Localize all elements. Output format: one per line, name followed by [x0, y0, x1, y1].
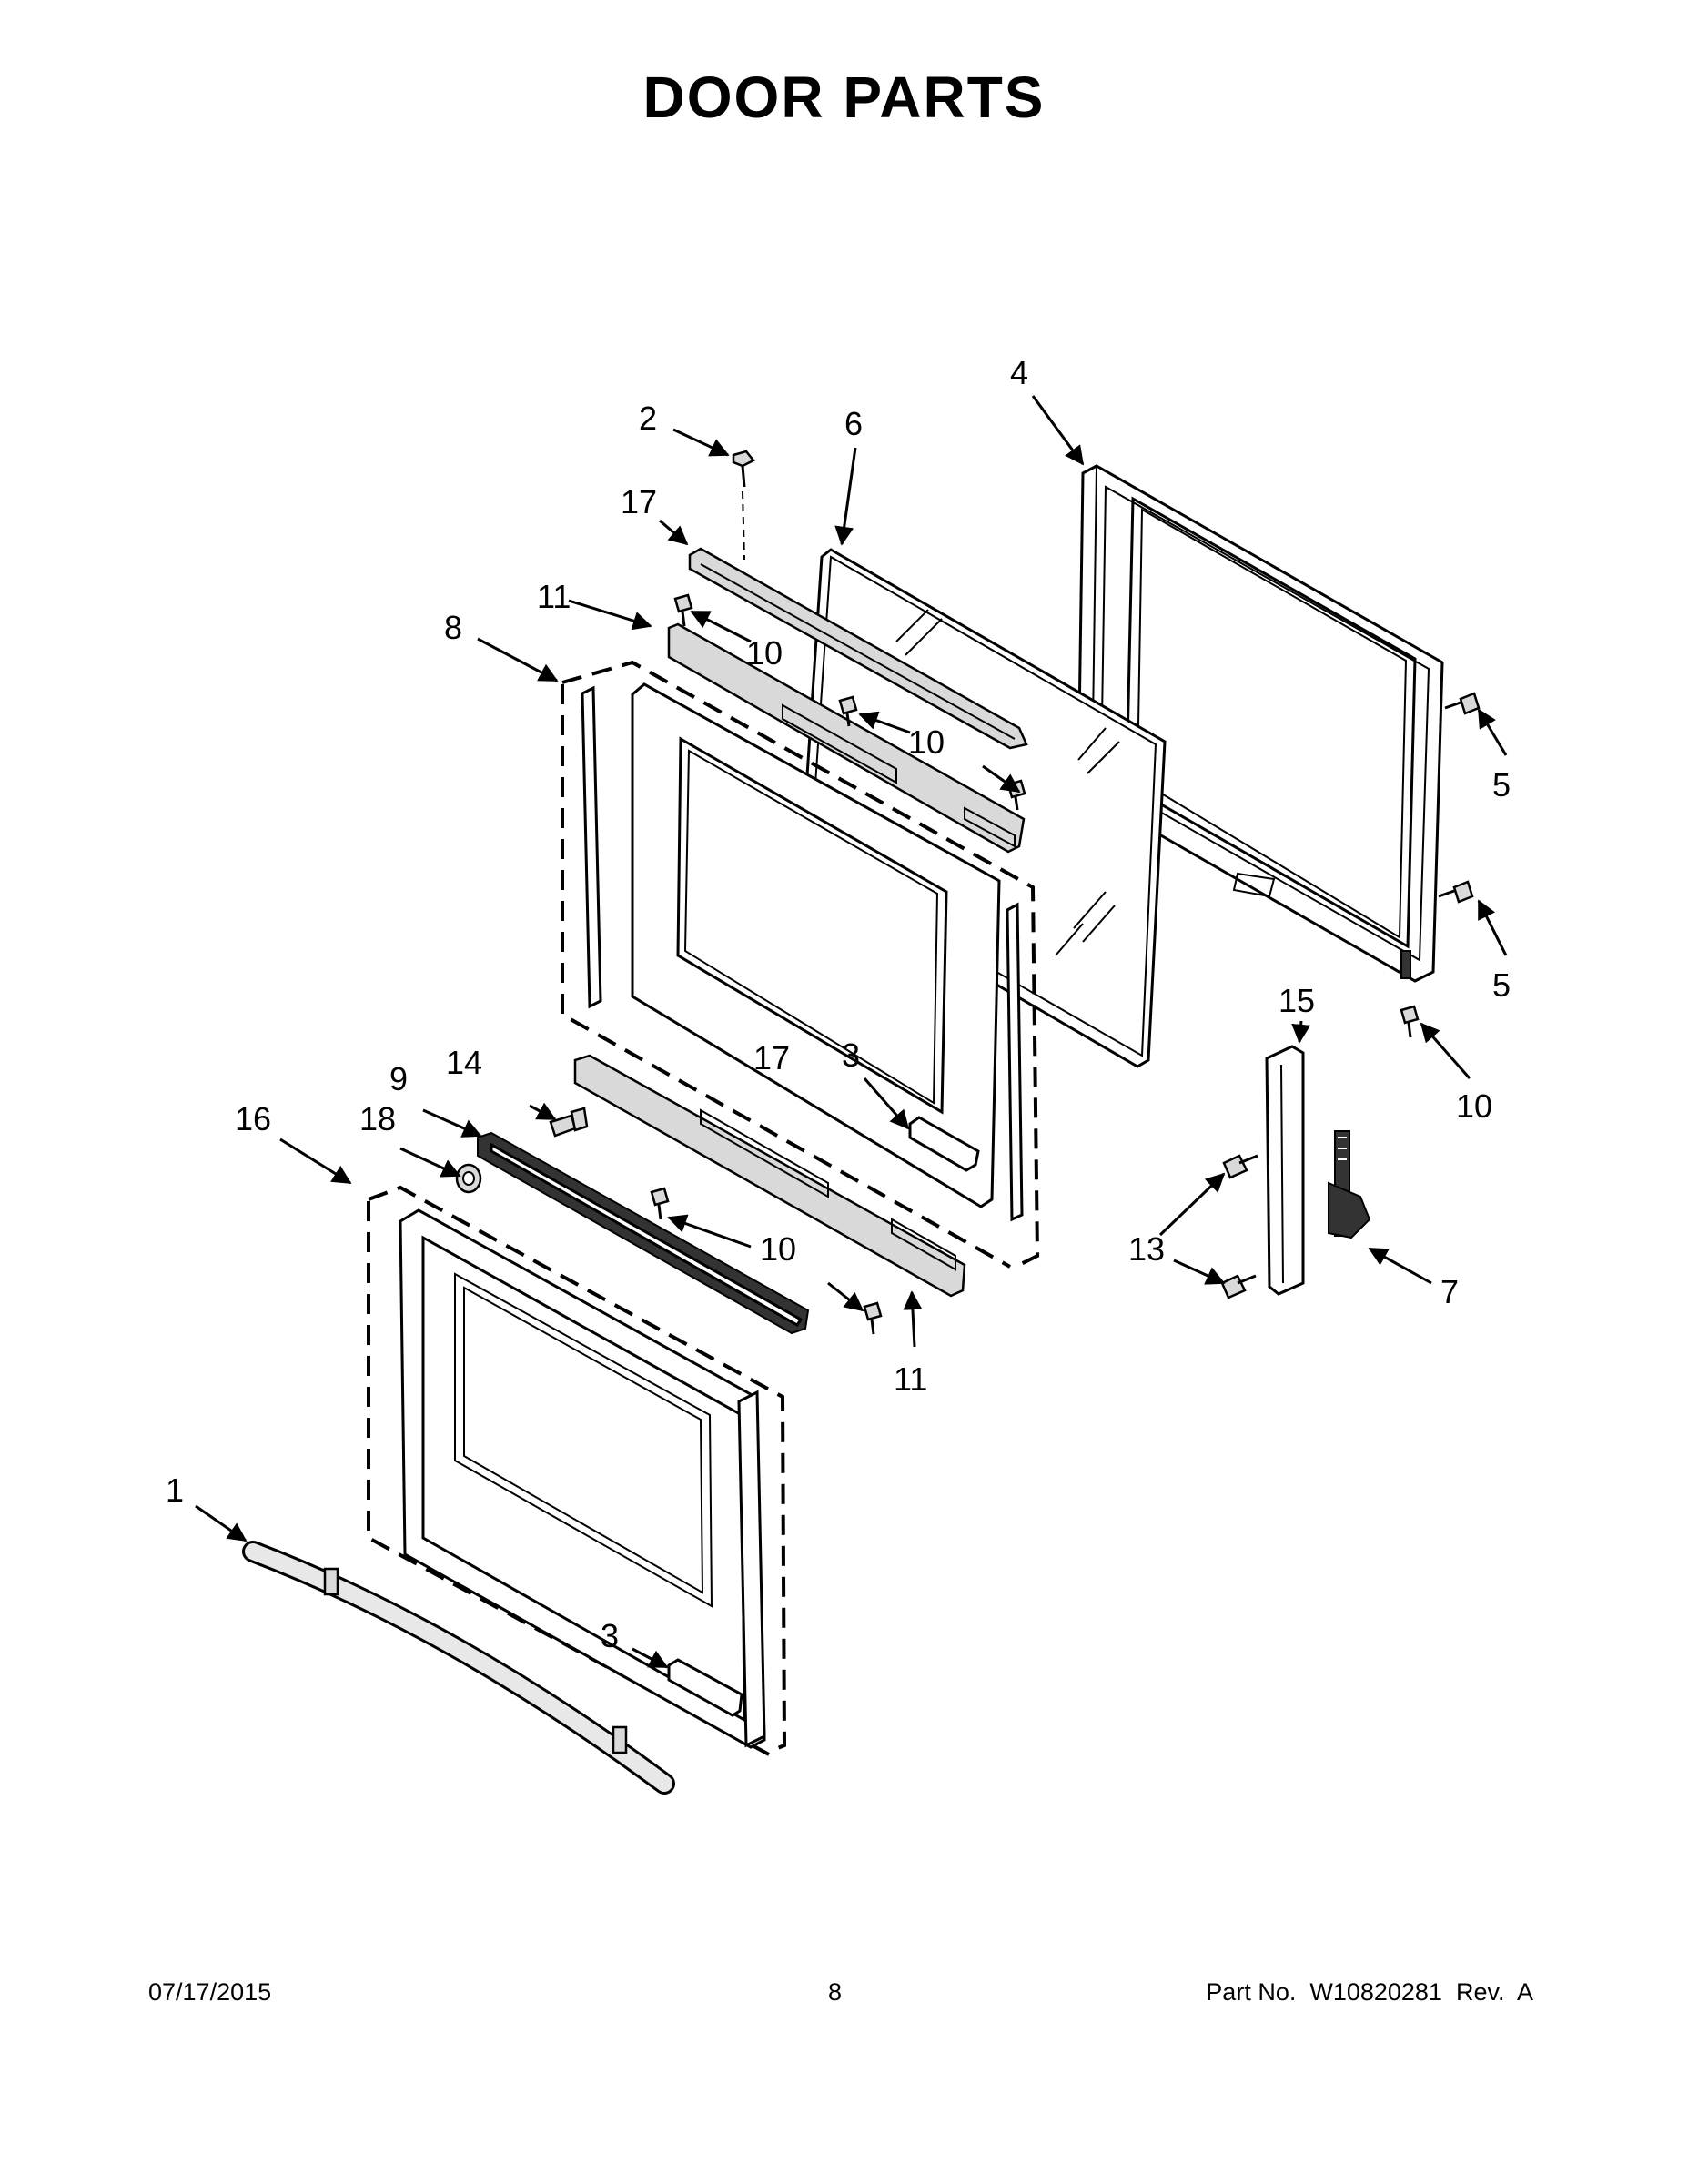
callout-4: 4: [1010, 354, 1028, 391]
leader-arrows: [195, 395, 1508, 1669]
callout-10-upper-b: 10: [908, 723, 945, 761]
hinge-receptacle: [1265, 1045, 1305, 1296]
door-handle: [242, 1541, 675, 1795]
callout-5-lower: 5: [1492, 966, 1511, 1004]
callout-6: 6: [844, 405, 863, 442]
callout-14: 15: [1279, 982, 1315, 1019]
grommet: [455, 1163, 482, 1194]
callout-7: 7: [1440, 1273, 1459, 1310]
callout-1: 1: [166, 1471, 184, 1509]
footer-date: 07/17/2015: [148, 1978, 272, 2006]
callout-15: 17: [621, 483, 657, 521]
callout-18: 18: [359, 1100, 396, 1138]
top-screw: [732, 450, 755, 561]
outer-door-panel: [367, 1185, 787, 1756]
door-hinge: [1328, 1130, 1371, 1239]
callout-17: 17: [753, 1039, 790, 1077]
callout-3-upper: 3: [842, 1036, 860, 1074]
callout-13: 14: [446, 1044, 482, 1081]
middle-door-assembly: [561, 660, 1040, 1269]
callout-8: 8: [444, 609, 462, 646]
callout-11-upper: 11: [537, 578, 571, 615]
callout-5-upper: 5: [1492, 766, 1511, 804]
callout-11-lower: 11: [894, 1360, 927, 1398]
callout-16: 16: [235, 1100, 271, 1138]
upper-spacer-rail: [667, 622, 1026, 854]
callout-10-lower: 10: [760, 1230, 796, 1268]
callout-labels: 2 4 6 17 11 8 10 10 5 5 15 10 9 14 17 3 …: [166, 354, 1511, 1654]
footer-part-number: Part No. W10820281 Rev. A: [1206, 1978, 1533, 2006]
door-bracket: [477, 1131, 810, 1335]
callout-2: 2: [639, 399, 657, 437]
page-title: DOOR PARTS: [642, 65, 1046, 130]
screw-13: [549, 1107, 589, 1138]
footer-page-number: 8: [828, 1978, 843, 2006]
top-trim-strip: [688, 547, 1028, 750]
callout-3-lower: 3: [601, 1617, 619, 1654]
callout-10-right: 10: [1456, 1087, 1492, 1125]
callout-9: 9: [389, 1060, 408, 1097]
callout-10-upper-a: 10: [746, 634, 783, 672]
lower-spacer-rail: [573, 1054, 966, 1298]
inner-door-frame: [1076, 464, 1444, 983]
callout-12: 13: [1128, 1230, 1165, 1268]
